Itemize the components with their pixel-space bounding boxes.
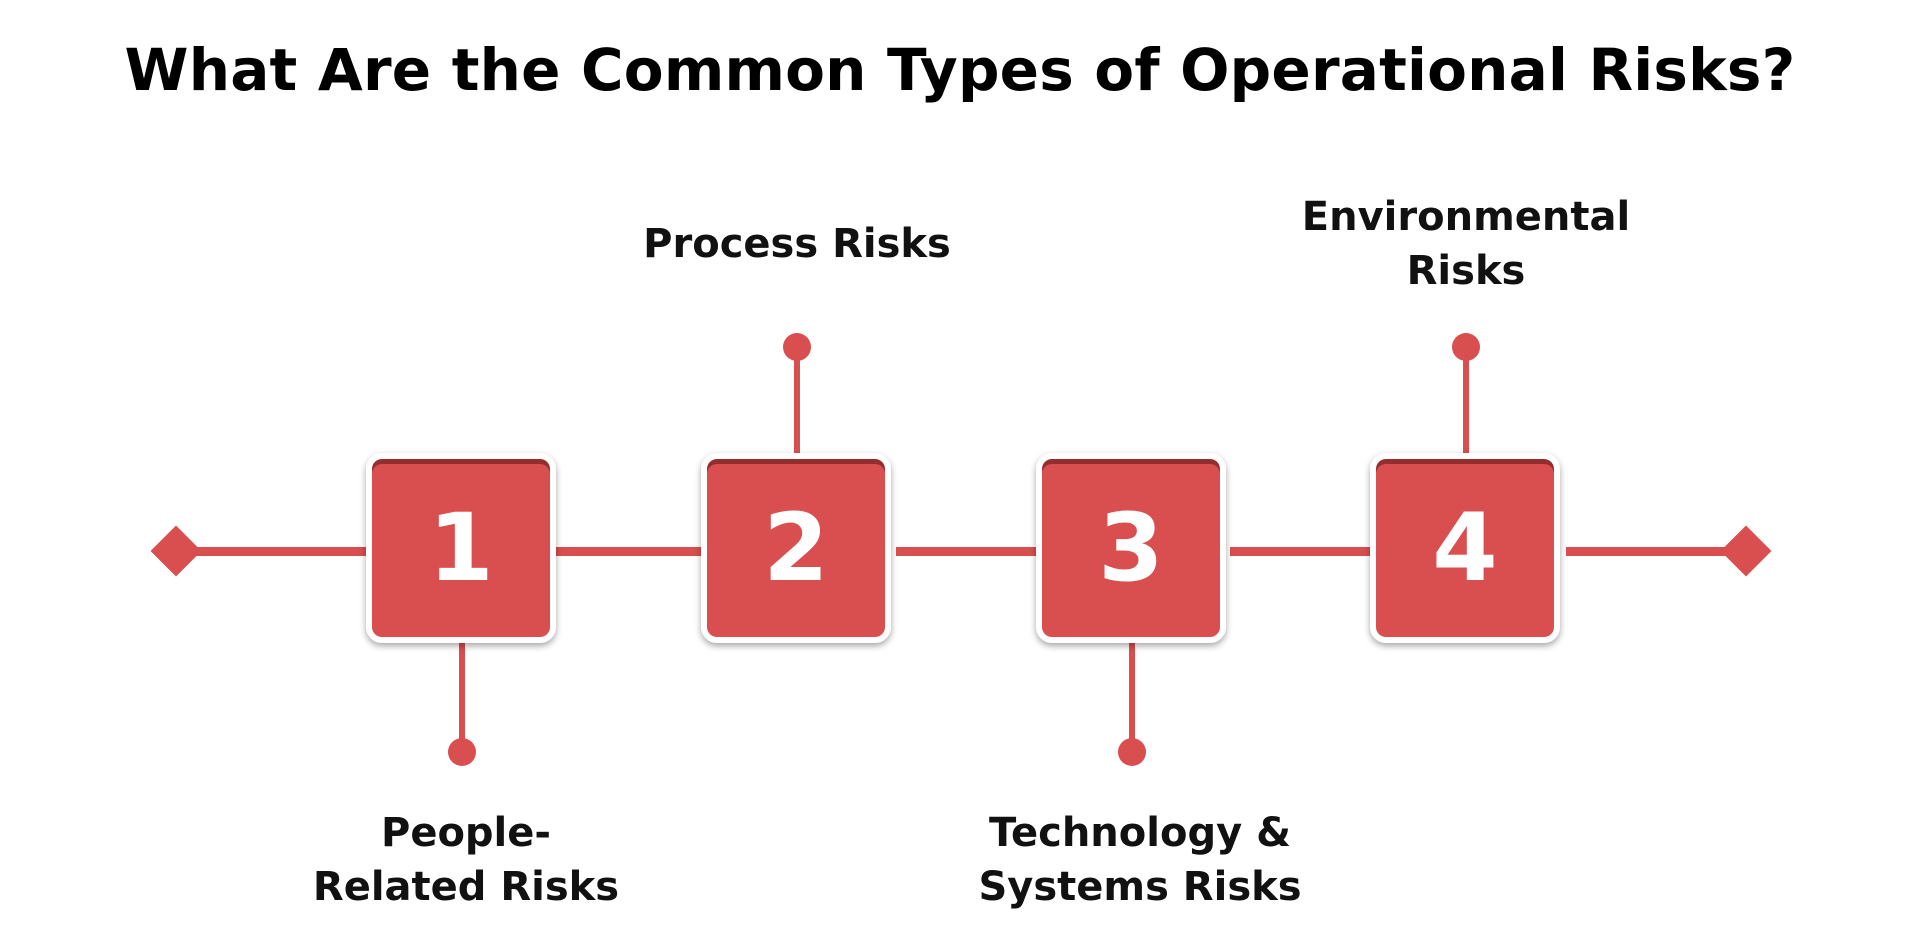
step-1-box: 1 <box>366 453 556 643</box>
step-1-label: People- Related Risks <box>276 806 656 914</box>
step-4-number: 4 <box>1432 493 1498 603</box>
step-4-connector <box>1463 356 1469 454</box>
timeline-segment <box>556 547 706 556</box>
timeline-segment <box>1566 547 1746 556</box>
step-1-label-line2: Related Risks <box>312 864 620 910</box>
step-2-label: Process Risks <box>607 217 987 271</box>
timeline-segment <box>896 547 1040 556</box>
step-3-box: 3 <box>1036 453 1226 643</box>
step-4-box: 4 <box>1370 453 1560 643</box>
step-3-dot <box>1118 738 1146 766</box>
step-4-label-line1: Environmental <box>1301 194 1631 240</box>
step-1-label-line1: People- <box>381 810 551 856</box>
step-4-label-line2: Risks <box>1406 248 1526 294</box>
step-4-label: Environmental Risks <box>1276 190 1656 298</box>
step-2-connector <box>794 356 800 454</box>
step-4-dot <box>1452 333 1480 361</box>
step-1-dot <box>448 738 476 766</box>
timeline-segment <box>1230 547 1376 556</box>
step-2-dot <box>783 333 811 361</box>
step-2-number: 2 <box>763 493 829 603</box>
step-3-label-line1: Technology & <box>989 810 1291 856</box>
step-3-number: 3 <box>1098 493 1164 603</box>
step-3-connector <box>1129 643 1135 741</box>
step-3-label-line2: Systems Risks <box>978 864 1302 910</box>
step-1-connector <box>459 643 465 741</box>
timeline-end-diamond <box>1720 525 1772 577</box>
step-2-label-line1: Process Risks <box>643 221 951 267</box>
step-3-label: Technology & Systems Risks <box>950 806 1330 914</box>
step-1-number: 1 <box>428 493 494 603</box>
timeline-segment <box>176 547 366 556</box>
step-2-box: 2 <box>701 453 891 643</box>
page-title: What Are the Common Types of Operational… <box>124 36 1796 104</box>
